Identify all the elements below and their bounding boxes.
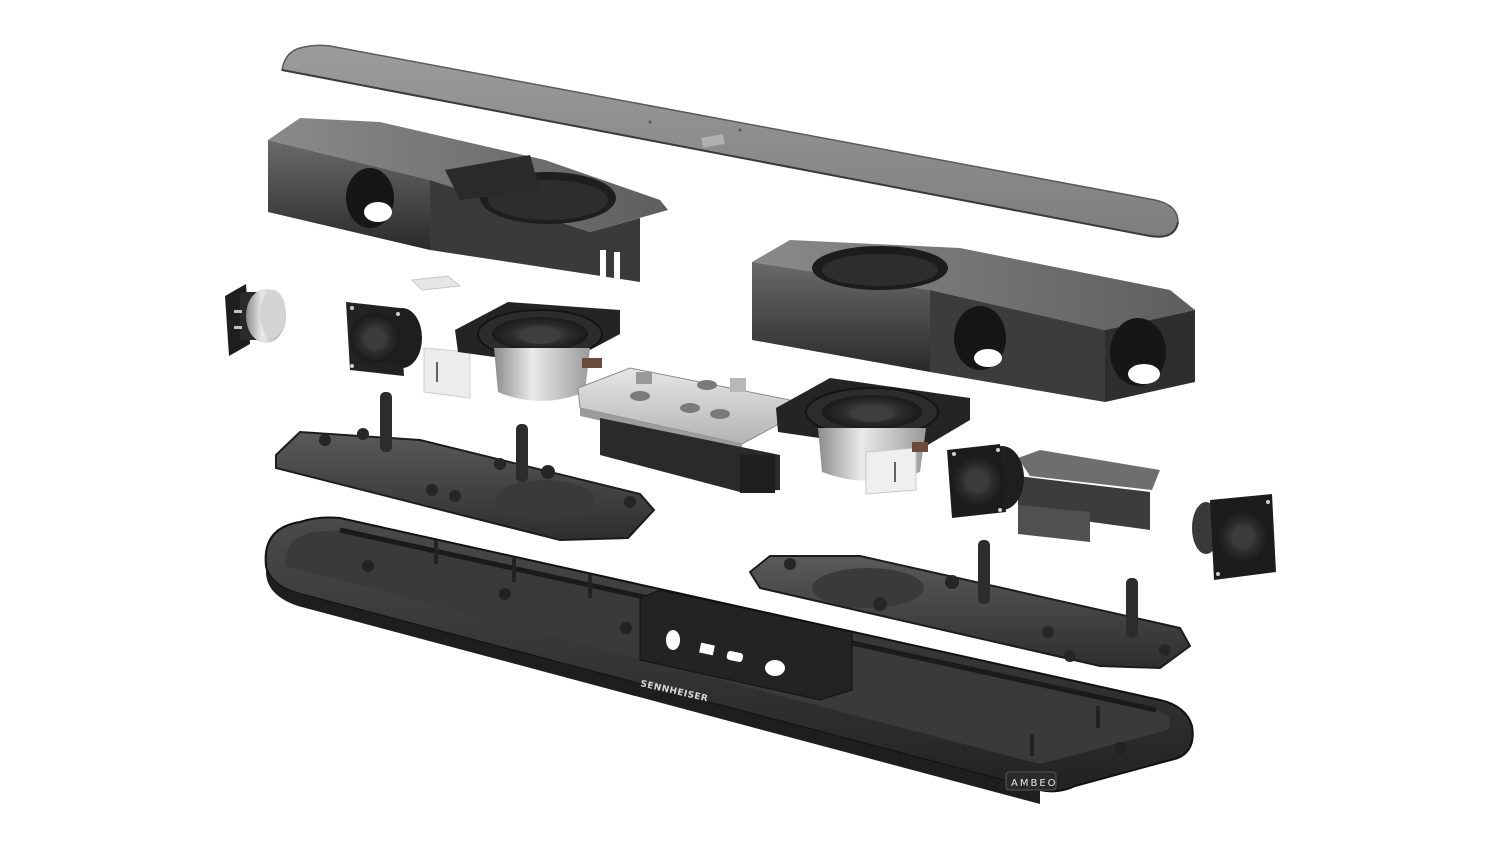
spacer-card-left [423,347,471,399]
right-inner-tray [748,540,1192,670]
left-woofer [455,302,620,401]
left-tweeter [225,284,286,356]
right-driver-with-board [947,444,1160,542]
product-badge: AMBEO [1011,778,1058,789]
top-cover [281,44,1179,238]
left-acoustic-chamber [268,118,668,282]
right-acoustic-chamber [752,240,1195,402]
foam-pad-small [410,275,462,291]
base-enclosure: SENNHEISER AMBEO [264,516,1194,804]
right-side-driver [1192,494,1276,580]
left-fullrange-driver [346,302,422,376]
left-inner-tray [275,392,656,542]
main-circuit-board [577,367,791,493]
right-woofer [776,378,970,495]
